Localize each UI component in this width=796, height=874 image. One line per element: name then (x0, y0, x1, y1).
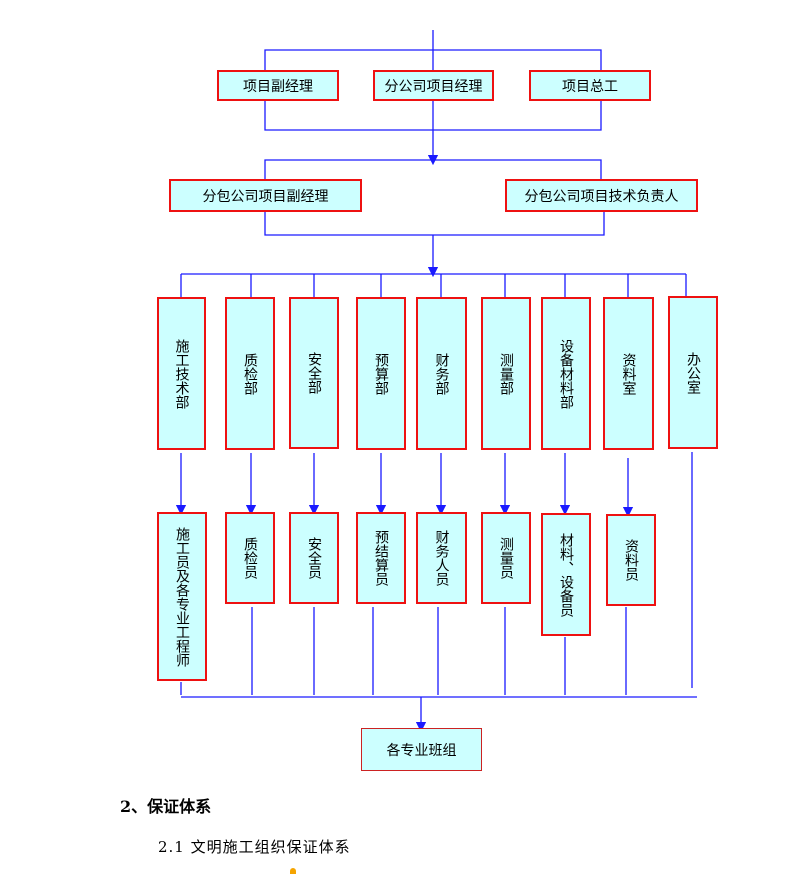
staff-materials-equipment: 材料、设备员 (541, 513, 591, 636)
deputy-project-manager-box: 项目副经理 (217, 70, 339, 101)
section-heading: 2、保证体系 (120, 797, 212, 816)
staff-safety-officer: 安全员 (289, 512, 339, 604)
staff-construction-engineers: 施工员及各专业工程师 (157, 512, 207, 681)
dept-safety: 安全部 (289, 297, 339, 449)
staff-documents: 资料员 (606, 514, 656, 606)
branch-project-manager-box: 分公司项目经理 (373, 70, 494, 101)
staff-finance: 财务人员 (416, 512, 467, 604)
staff-quality-inspector: 质检员 (225, 512, 275, 604)
sub-deputy-manager-box: 分包公司项目副经理 (169, 179, 362, 212)
dept-office: 办公室 (668, 296, 718, 449)
sub-technical-lead-box: 分包公司项目技术负责人 (505, 179, 698, 212)
chief-engineer-box: 项目总工 (529, 70, 651, 101)
specialty-teams-box: 各专业班组 (361, 728, 482, 771)
dept-budget: 预算部 (356, 297, 406, 450)
orange-mark (290, 868, 296, 874)
staff-settlement-clerk: 预结算员 (356, 512, 406, 604)
dept-quality: 质检部 (225, 297, 275, 450)
staff-surveyor: 测量员 (481, 512, 531, 604)
sub-heading: 2.1 文明施工组织保证体系 (158, 838, 351, 856)
dept-construction-tech: 施工技术部 (157, 297, 206, 450)
dept-equipment-materials: 设备材料部 (541, 297, 591, 450)
dept-finance: 财务部 (416, 297, 467, 450)
dept-survey: 测量部 (481, 297, 531, 450)
dept-documents: 资料室 (603, 297, 654, 450)
